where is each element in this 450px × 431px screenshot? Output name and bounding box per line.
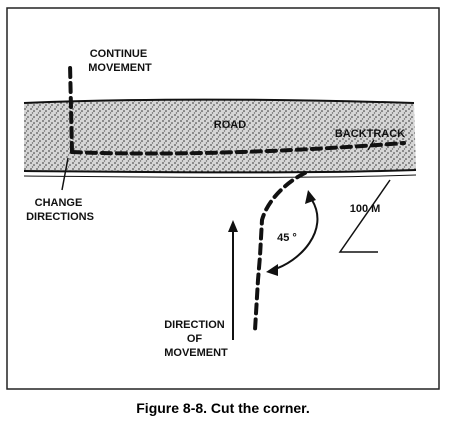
angle-arc: [266, 190, 319, 276]
movement-trail: [68, 62, 406, 332]
leader-lines: [61, 139, 391, 253]
change-directions-label: CHANGE DIRECTIONS: [26, 197, 94, 223]
change-directions-leader: [61, 157, 69, 191]
backtrack-label: BACKTRACK: [335, 128, 405, 140]
trail-backtrack: [70, 141, 406, 156]
angle-label: 45 °: [277, 232, 297, 244]
figure-frame: [6, 7, 440, 390]
figure-caption: Figure 8-8. Cut the corner.: [136, 400, 309, 416]
road-bottom-edge-inner: [23, 174, 417, 178]
trail-continue-north: [68, 62, 74, 154]
backtrack-leader: [367, 139, 375, 151]
trail-cut-corner: [253, 171, 307, 332]
direction-arrow: [228, 220, 238, 340]
direction-of-movement-label: DIRECTION OF MOVEMENT: [164, 319, 228, 359]
distance-label: 100 M: [350, 203, 381, 215]
road-bottom-edge: [23, 169, 417, 174]
road-label: ROAD: [214, 119, 246, 131]
road-top-edge: [23, 98, 415, 104]
distance-leader: [338, 179, 391, 253]
continue-movement-label: CONTINUE MOVEMENT: [88, 48, 152, 74]
